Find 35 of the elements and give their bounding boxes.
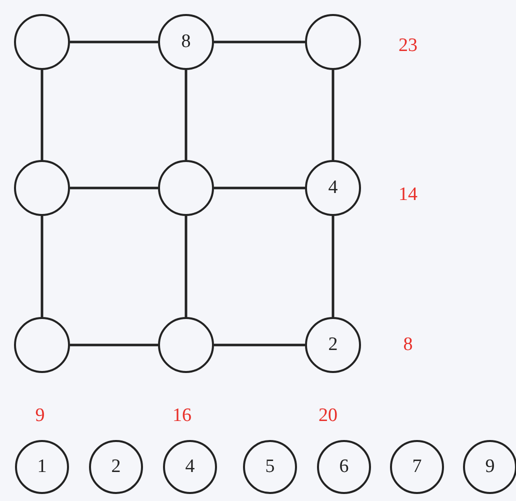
connector-line [214,344,305,346]
node-number: 4 [185,456,195,478]
connector-line [70,186,158,190]
node-number: 9 [485,456,495,478]
sum-label: 16 [172,405,192,427]
circle-node [317,440,371,494]
node-number: 6 [339,456,349,478]
connector-line [40,216,44,317]
connector-line [332,216,334,317]
node-number: 5 [265,456,275,478]
sum-label: 20 [318,405,338,427]
circle-node [89,440,143,494]
node-number: 1 [37,456,47,478]
connector-line [214,186,305,190]
connector-line [184,70,188,160]
node-number: 8 [181,31,191,53]
sum-label: 8 [403,334,413,356]
circle-node [15,440,69,494]
node-number: 7 [412,456,422,478]
node-number: 4 [328,177,338,199]
node-number: 2 [328,334,338,356]
connector-line [40,70,44,160]
connector-line [184,216,188,317]
node-number: 2 [111,456,121,478]
circle-node [243,440,297,494]
circle-node [163,440,217,494]
circle-node [463,440,516,494]
sum-label: 9 [35,405,45,427]
connector-line [70,344,158,346]
connector-line [214,40,305,44]
connector-line [332,70,334,160]
circle-node [390,440,444,494]
sum-label: 14 [398,184,418,206]
sum-label: 23 [398,35,418,57]
connector-line [70,40,158,44]
